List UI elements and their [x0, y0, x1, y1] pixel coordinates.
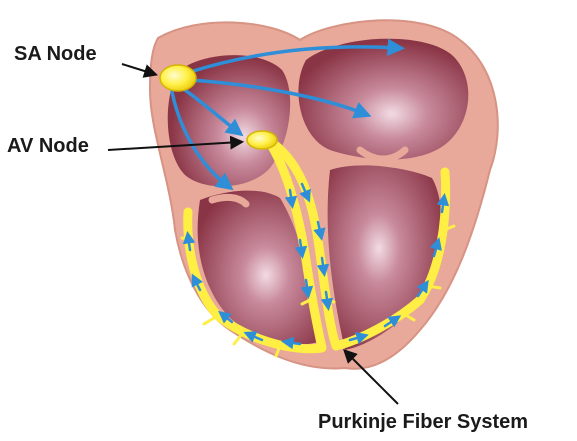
sa-node-label: SA Node — [14, 44, 97, 64]
av-node-label: AV Node — [7, 136, 89, 156]
sa-node-pointer — [122, 64, 154, 74]
sa-node — [160, 65, 196, 91]
purkinje-fiber-label: Purkinje Fiber System — [318, 412, 528, 432]
av-node — [247, 131, 277, 149]
